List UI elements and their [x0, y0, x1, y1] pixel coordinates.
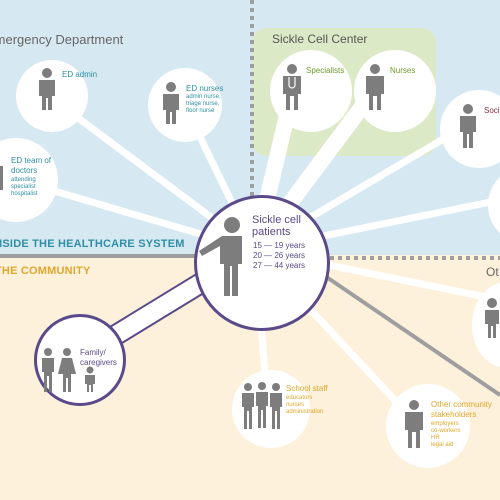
patients-age-3: 27 — 44 years — [253, 261, 306, 270]
school-staff-detail-3: administration — [286, 409, 324, 415]
other-community-detail-4: legal aid — [431, 442, 454, 448]
nurses-label: Nurses — [390, 66, 416, 75]
patients-title: Sickle cell patients — [252, 214, 301, 238]
person-icon — [485, 298, 499, 338]
patients-age-2: 20 — 26 years — [253, 251, 306, 260]
school-staff-detail-1: educators — [286, 395, 313, 401]
ed-nurses-node — [148, 68, 222, 142]
family-group-icon — [42, 348, 95, 392]
other-community-node — [386, 384, 470, 468]
social-label: Soci — [484, 106, 500, 115]
patient-pointing-icon — [199, 217, 242, 296]
ed-nurses-detail-3: floor nurse — [186, 108, 215, 114]
other-community-detail-1: employers — [431, 421, 459, 427]
patients-age-1: 15 — 19 years — [253, 241, 306, 250]
person-icon — [39, 68, 55, 110]
ed-nurses-detail-2: triage nurse, — [186, 101, 220, 107]
staff-group-icon — [242, 382, 282, 429]
other-community-detail-3: HR — [431, 435, 440, 441]
specialist-person-icon — [283, 64, 301, 110]
ed-team-label: ED team of doctors — [11, 156, 52, 175]
ed-admin-label: ED admin — [62, 70, 98, 79]
person-icon — [405, 400, 423, 448]
school-staff-detail-2: nurses — [286, 402, 305, 408]
ed-nurses-label: ED nurses — [186, 84, 224, 93]
family-label: Family/ caregivers — [80, 348, 117, 367]
patients-node — [194, 195, 330, 331]
other-community-detail-2: co-workers — [431, 428, 461, 434]
inside-healthcare-title: INSIDE THE HEALTHCARE SYSTEM — [0, 238, 185, 250]
ed-team-detail-2: specialist — [11, 184, 36, 190]
doctor-person-icon — [0, 166, 3, 190]
other-community-label: Other community stakeholders — [431, 400, 492, 419]
other-region-title: Ot — [486, 265, 499, 279]
nurse-person-icon — [366, 64, 384, 110]
ed-nurses-detail-1: admin nurse, — [186, 94, 221, 100]
boundary-line-diagonal — [323, 274, 500, 397]
school-staff-label: School staff — [286, 384, 328, 393]
ed-team-detail-1: attending — [11, 177, 36, 183]
person-icon — [460, 104, 476, 148]
ed-team-detail-3: hospitalist — [11, 191, 38, 197]
specialists-label: Specialists — [306, 66, 345, 75]
nurse-person-icon — [163, 82, 179, 124]
sickle-cell-center-title: Sickle Cell Center — [272, 32, 368, 46]
ed-region-title: Emergency Department — [0, 32, 124, 47]
community-title: THE COMMUNITY — [0, 265, 91, 277]
